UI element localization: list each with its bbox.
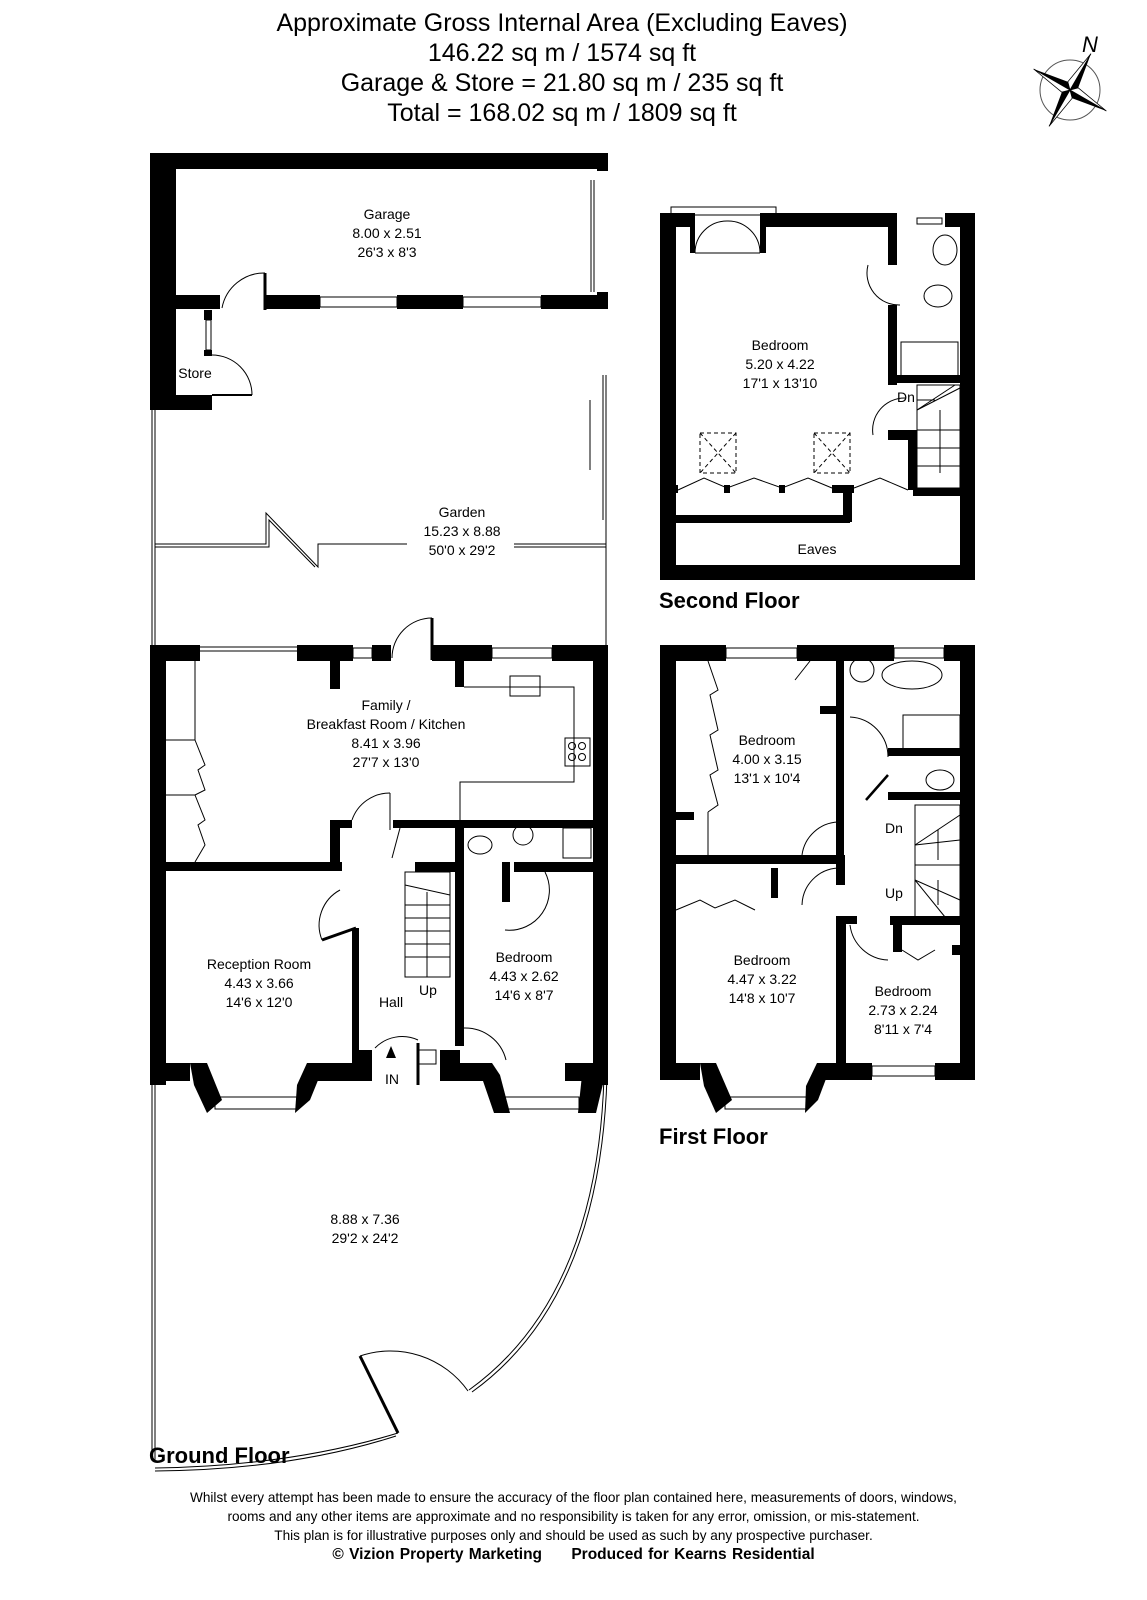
room-dimensions-imperial: 14'6 x 8'7: [494, 987, 554, 1003]
room-dimensions-imperial: 13'1 x 10'4: [733, 770, 801, 786]
copyright-text: © Vizion Property Marketing: [332, 1546, 543, 1563]
produced-for-text: Produced for Kearns Residential: [571, 1546, 815, 1563]
disclaimer-footer: Whilst every attempt has been made to en…: [0, 1488, 1147, 1564]
room-name: Reception Room: [206, 956, 312, 972]
stairs-up-label-first: Up: [885, 885, 903, 901]
room-dimensions-metric: 4.43 x 2.62: [489, 968, 559, 984]
disclaimer-line-1: Whilst every attempt has been made to en…: [190, 1490, 957, 1505]
room-label-hall: Hall: [378, 994, 404, 1010]
room-dimensions-metric: 2.73 x 2.24: [868, 1002, 938, 1018]
garage-store-area: Garage & Store = 21.80 sq m / 235 sq ft: [340, 69, 784, 97]
room-name: Garage: [363, 206, 411, 222]
area-summary-header: Approximate Gross Internal Area (Excludi…: [0, 8, 1124, 128]
room-label-first-bedroom-rear: Bedroom 4.00 x 3.15 13'1 x 10'4: [732, 731, 801, 788]
disclaimer-line-2: rooms and any other items are approximat…: [227, 1509, 920, 1524]
room-label-front-garden: 8.88 x 7.36 29'2 x 24'2: [330, 1210, 399, 1248]
second-floor-title: Second Floor: [659, 588, 800, 613]
room-name: Garden: [438, 504, 486, 520]
north-label: N: [1082, 32, 1098, 57]
room-label-reception: Reception Room 4.43 x 3.66 14'6 x 12'0: [207, 955, 311, 1012]
disclaimer-line-3: This plan is for illustrative purposes o…: [274, 1528, 873, 1543]
first-floor-title: First Floor: [659, 1124, 768, 1149]
room-dimensions-imperial: 29'2 x 24'2: [331, 1230, 399, 1246]
room-label-store: Store: [178, 365, 212, 381]
room-dimensions-metric: 8.41 x 3.96: [351, 735, 421, 751]
room-name: Bedroom: [738, 732, 796, 748]
room-name: Bedroom: [733, 952, 791, 968]
room-label-eaves: Eaves: [797, 541, 837, 557]
room-dimensions-imperial: 14'8 x 10'7: [728, 990, 796, 1006]
stairs-down-label-first: Dn: [885, 820, 903, 836]
stairs-up-label: Up: [419, 982, 437, 998]
room-label-garage: Garage 8.00 x 2.51 26'3 x 8'3: [352, 205, 421, 262]
room-dimensions-imperial: 50'0 x 29'2: [428, 542, 496, 558]
room-dimensions-metric: 4.47 x 3.22: [727, 971, 797, 987]
room-dimensions-imperial: 14'6 x 12'0: [225, 994, 293, 1010]
room-label-second-bedroom: Bedroom 5.20 x 4.22 17'1 x 13'10: [743, 336, 818, 393]
credits: © Vizion Property Marketing Produced for…: [0, 1545, 1147, 1564]
compass-rose-icon: N: [1030, 30, 1130, 130]
room-name: Bedroom: [495, 949, 553, 965]
gross-internal-area-title: Approximate Gross Internal Area (Excludi…: [276, 9, 848, 37]
room-name: Family /: [361, 697, 411, 713]
room-dimensions-imperial: 8'11 x 7'4: [873, 1021, 933, 1037]
room-dimensions-imperial: 27'7 x 13'0: [352, 754, 420, 770]
room-label-first-bedroom-small: Bedroom 2.73 x 2.24 8'11 x 7'4: [868, 982, 937, 1039]
room-label-garden: Garden 15.23 x 8.88 50'0 x 29'2: [417, 503, 507, 560]
room-label-kitchen: Family / Breakfast Room / Kitchen 8.41 x…: [307, 696, 466, 772]
stairs-down-label-second: Dn: [897, 389, 915, 405]
room-dimensions-metric: 15.23 x 8.88: [423, 523, 501, 539]
room-dimensions-imperial: 17'1 x 13'10: [742, 375, 818, 391]
internal-area-value: 146.22 sq m / 1574 sq ft: [427, 39, 697, 67]
total-area: Total = 168.02 sq m / 1809 sq ft: [387, 99, 737, 127]
room-label-ground-bedroom: Bedroom 4.43 x 2.62 14'6 x 8'7: [489, 948, 558, 1005]
entrance-arrow-icon: [386, 1046, 396, 1058]
room-dimensions-metric: 5.20 x 4.22: [745, 356, 815, 372]
room-name: Breakfast Room / Kitchen: [306, 716, 466, 732]
room-dimensions-metric: 8.00 x 2.51: [352, 225, 422, 241]
room-label-first-bedroom-front: Bedroom 4.47 x 3.22 14'8 x 10'7: [727, 951, 796, 1008]
room-dimensions-metric: 4.00 x 3.15: [732, 751, 802, 767]
room-name: Bedroom: [874, 983, 932, 999]
room-dimensions-imperial: 26'3 x 8'3: [357, 244, 417, 260]
ground-floor-title: Ground Floor: [149, 1443, 290, 1468]
room-dimensions-metric: 8.88 x 7.36: [330, 1211, 400, 1227]
room-dimensions-metric: 4.43 x 3.66: [224, 975, 294, 991]
entrance-label: IN: [385, 1071, 399, 1087]
room-name: Bedroom: [751, 337, 809, 353]
